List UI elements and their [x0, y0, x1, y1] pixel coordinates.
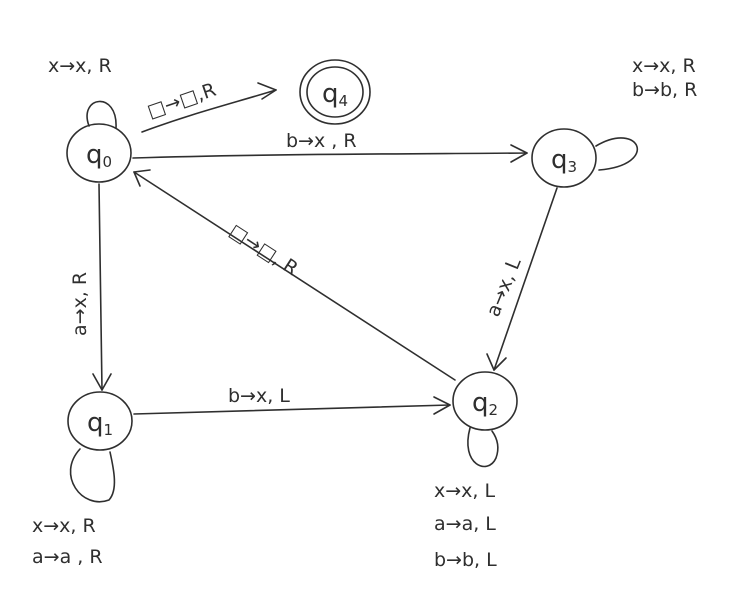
state-q3-label: q3 [551, 145, 577, 176]
edge-q1-self-label-2: a→a , R [32, 546, 103, 568]
edge-q1-self-label-1: x→x, R [32, 515, 96, 537]
state-q2: q2 [452, 371, 518, 431]
edge-q1-self-loop: x→x, R a→a , R [32, 448, 116, 568]
edge-q0-q4: □→□,R [141, 79, 277, 133]
state-q2-circle [452, 371, 518, 431]
edge-q0-q3: b→x , R [132, 130, 528, 163]
state-q1: q1 [67, 391, 133, 451]
state-q0-label: q0 [86, 140, 112, 171]
edge-q0-q1: a→x, R [69, 183, 112, 391]
state-q3-circle [531, 128, 597, 188]
state-q1-circle [67, 391, 133, 451]
state-q0: q0 [66, 123, 132, 183]
edge-q1-q2-label: b→x, L [228, 385, 290, 407]
edge-q2-q0-label: □→□, R [225, 220, 302, 280]
state-q4-inner-circle [306, 66, 364, 118]
edge-q2-self-loop: x→x, L a→a, L b→b, L [434, 427, 499, 571]
edge-q3-q2: a→x, L [482, 187, 558, 371]
edge-q2-self-label-3: b→b, L [434, 549, 497, 571]
state-q4: q4 [299, 59, 371, 125]
edge-q3-self-loop: x→x, R b→b, R [595, 55, 697, 171]
state-q4-outer-circle [299, 59, 371, 125]
edge-q0-self-label: x→x, R [48, 55, 112, 77]
edge-q0-self-loop: x→x, R [48, 55, 117, 129]
edge-q0-q4-label: □→□,R [144, 79, 218, 123]
edge-q0-q1-label: a→x, R [69, 272, 91, 336]
edge-q2-q0: □→□, R [133, 169, 456, 381]
state-q3: q3 [531, 128, 597, 188]
edge-q2-self-label-1: x→x, L [434, 480, 495, 502]
edge-q0-q3-label: b→x , R [286, 130, 357, 152]
edge-q3-q2-label: a→x, L [482, 254, 526, 320]
edge-q2-self-label-2: a→a, L [434, 513, 496, 535]
state-q2-label: q2 [472, 388, 498, 419]
edge-q1-q2: b→x, L [133, 385, 451, 415]
state-q0-circle [66, 123, 132, 183]
edge-q3-self-label-2: b→b, R [632, 79, 697, 101]
state-q1-label: q1 [87, 408, 113, 439]
state-q4-label: q4 [322, 79, 348, 110]
edge-q3-self-label-1: x→x, R [632, 55, 696, 77]
